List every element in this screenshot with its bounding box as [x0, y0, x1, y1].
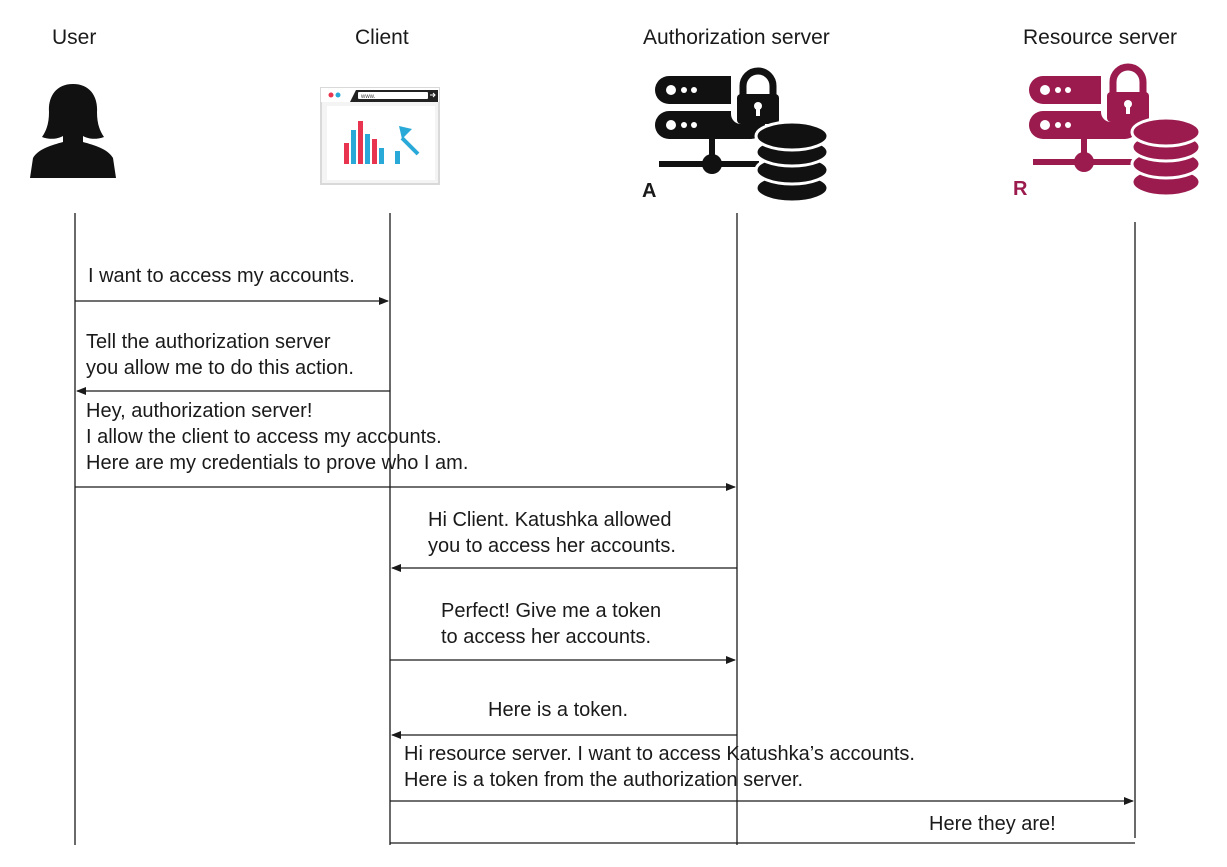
- message-line: Hi resource server. I want to access Kat…: [404, 743, 915, 765]
- resource-server-icon: [1029, 62, 1202, 198]
- actor-title-authorization-server: Authorization server: [643, 26, 830, 49]
- authorization-server-icon: [655, 66, 830, 204]
- message-label-resource-response: Here they are!: [929, 811, 1056, 837]
- message-line: I allow the client to access my accounts…: [86, 426, 442, 448]
- user-icon: [30, 84, 116, 178]
- message-label-auth-issues-token: Here is a token.: [488, 697, 628, 723]
- resource-server-badge: R: [1013, 178, 1028, 200]
- message-line: to access her accounts.: [441, 626, 652, 648]
- browser-url-text: www.: [360, 94, 376, 100]
- message-line: Here they are!: [929, 813, 1056, 835]
- message-line: Here is a token.: [488, 699, 629, 721]
- actor-title-user: User: [52, 26, 97, 49]
- message-label-auth-confirms: Hi Client. Katushka allowed you to acces…: [428, 507, 676, 559]
- message-line: Perfect! Give me a token: [441, 600, 662, 622]
- actor-title-resource-server: Resource server: [1023, 26, 1178, 49]
- message-line: Hey, authorization server!: [86, 400, 313, 422]
- message-label-user-grants-access: Hey, authorization server! I allow the c…: [86, 398, 468, 476]
- auth-server-badge: A: [642, 180, 657, 202]
- message-label-client-resource-request: Hi resource server. I want to access Kat…: [404, 741, 915, 793]
- message-label-client-token-request: Perfect! Give me a token to access her a…: [441, 598, 661, 650]
- message-line: I want to access my accounts.: [88, 265, 355, 287]
- browser-chart-icon: www.: [320, 87, 440, 185]
- message-label-user-access-request: I want to access my accounts.: [88, 263, 355, 289]
- message-line: Here is a token from the authorization s…: [404, 769, 804, 791]
- message-line: Hi Client. Katushka allowed: [428, 509, 672, 531]
- actor-title-client: Client: [355, 26, 409, 49]
- message-line: you to access her accounts.: [428, 535, 676, 557]
- message-line: Tell the authorization server: [86, 331, 331, 353]
- message-line: Here are my credentials to prove who I a…: [86, 452, 469, 474]
- message-label-client-redirect: Tell the authorization server you allow …: [86, 329, 354, 381]
- message-line: you allow me to do this action.: [86, 357, 354, 379]
